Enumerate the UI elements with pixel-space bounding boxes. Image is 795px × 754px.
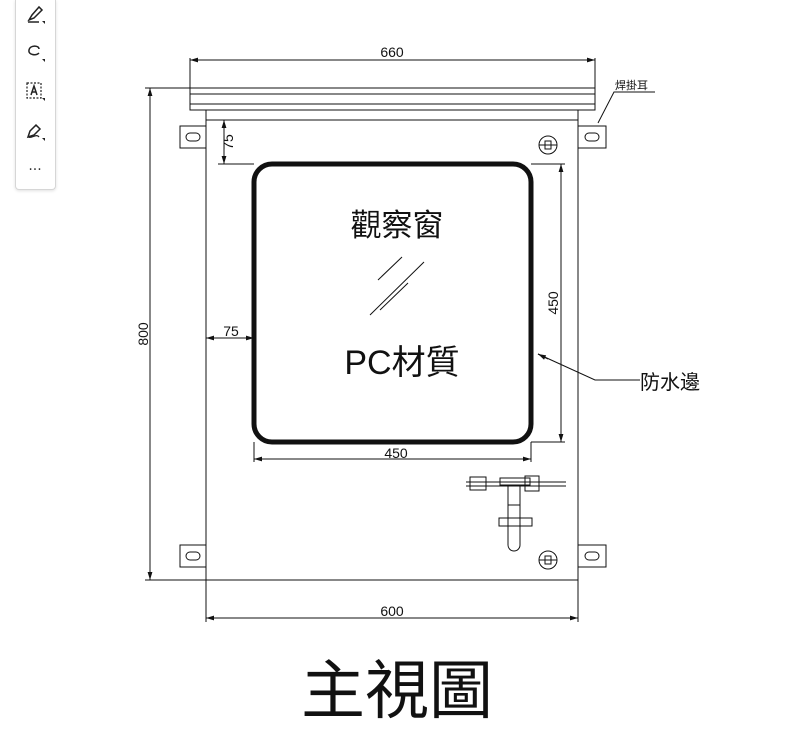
- view-title: 主視圖: [301, 655, 493, 729]
- lock-symbol-bottom: [538, 550, 558, 570]
- waterproof-label: 防水邊: [640, 370, 700, 394]
- highlighter-icon: [27, 5, 45, 24]
- mounting-ear-top-right: [577, 125, 607, 149]
- pen-tool[interactable]: [21, 117, 49, 145]
- text-box-tool[interactable]: [21, 77, 49, 105]
- more-tools[interactable]: ···: [21, 156, 49, 184]
- observation-window: [251, 161, 534, 445]
- mounting-ear-bottom-right: [577, 544, 607, 568]
- ear-leader: [597, 91, 655, 124]
- dim-window-height: 450: [545, 291, 561, 315]
- lock-symbol-top: [538, 135, 558, 155]
- rain-cover: [189, 87, 596, 111]
- mounting-ear-bottom-left: [179, 544, 207, 568]
- material-label: PC材質: [344, 344, 459, 382]
- text-box-icon: [26, 82, 45, 101]
- window-label: 觀察窗: [351, 208, 444, 244]
- annotation-toolbar: ···: [15, 0, 56, 190]
- pen-icon: [26, 123, 45, 141]
- freehand-tool[interactable]: [21, 38, 49, 66]
- dim-height: 800: [135, 322, 151, 346]
- waterproof-leader: [537, 353, 640, 381]
- dim-bottom-width: 600: [380, 603, 404, 619]
- dim-window-width: 450: [384, 445, 408, 461]
- mounting-ear-top-left: [179, 125, 207, 149]
- dim-top-offset: 75: [220, 134, 236, 150]
- ear-label: 焊掛耳: [615, 78, 648, 92]
- dim-left-offset: 75: [223, 323, 239, 339]
- door-handle: [466, 475, 566, 552]
- cabinet-body: [205, 119, 579, 581]
- highlighter-tool[interactable]: [21, 0, 49, 28]
- lasso-icon: [28, 45, 45, 62]
- dim-top-width: 660: [380, 44, 404, 60]
- more-icon: ···: [28, 162, 42, 178]
